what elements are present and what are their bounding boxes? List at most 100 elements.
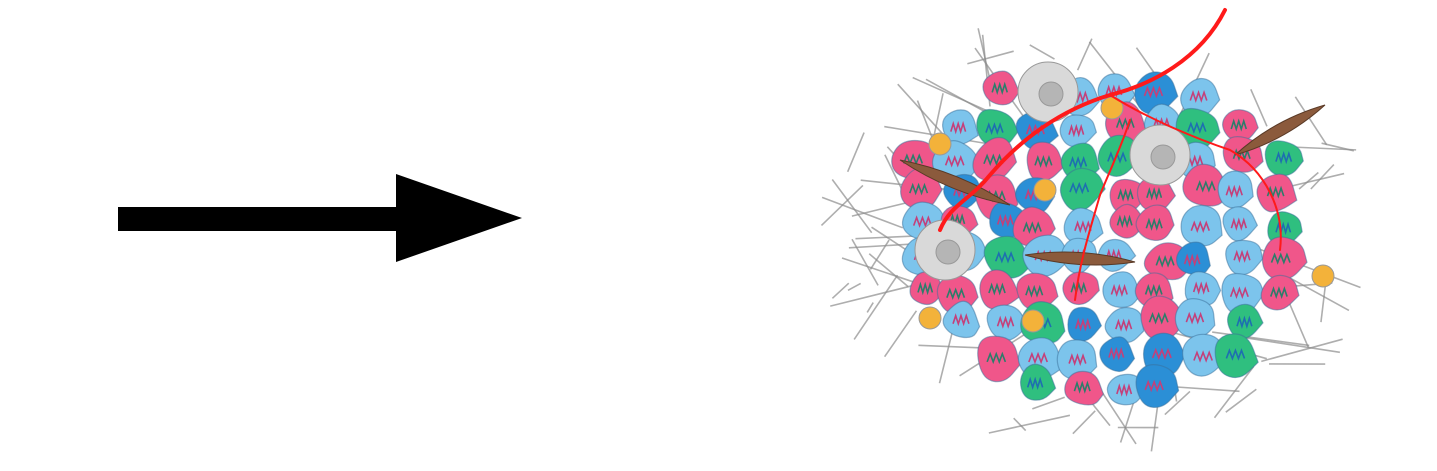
light-blue-cell [986, 304, 1029, 341]
nucleus-squiggle [1183, 253, 1201, 267]
matrix-fiber [1298, 171, 1319, 190]
nucleus-squiggle [1070, 281, 1087, 295]
nucleus-squiggle [985, 122, 1004, 135]
nucleus-squiggle [1189, 90, 1208, 103]
nucleus-squiggle [1146, 186, 1163, 201]
blue-cell [1135, 364, 1180, 409]
nucleus-squiggle [912, 215, 933, 228]
nucleus-squiggle [1144, 283, 1163, 297]
nucleus-squiggle [1069, 181, 1090, 195]
pink-cell [982, 70, 1020, 106]
blood-vessel [938, 8, 1227, 232]
nucleus-squiggle [1144, 379, 1164, 393]
nucleus-squiggle [1068, 123, 1085, 138]
matrix-fiber [871, 226, 909, 252]
nucleus-squiggle [1270, 286, 1288, 300]
matrix-fiber [1294, 96, 1328, 146]
nucleus-squiggle [1151, 347, 1172, 361]
matrix-fiber [1243, 336, 1341, 354]
matrix-fiber [1164, 390, 1191, 416]
nucleus-squiggle [1115, 318, 1133, 332]
nucleus-squiggle [996, 213, 1014, 228]
nucleus-squiggle [996, 315, 1015, 329]
nucleus-squiggle [1195, 180, 1216, 193]
light-blue-cell [1180, 204, 1223, 247]
light-blue-cell [1222, 206, 1259, 242]
green-cell [1097, 134, 1141, 177]
nucleus-squiggle [1143, 85, 1164, 99]
nucleus-squiggle [1155, 255, 1175, 268]
matrix-fiber [853, 274, 899, 340]
light-blue-cell [1104, 306, 1145, 344]
nucleus-squiggle [1105, 248, 1122, 262]
blue-cell [1067, 306, 1103, 342]
matrix-fiber [1013, 417, 1027, 432]
nucleus-squiggle [1233, 249, 1251, 263]
nucleus-squiggle [991, 81, 1009, 95]
matrix-fiber [967, 50, 1014, 65]
gray-cell-nucleus [935, 239, 961, 265]
nucleus-squiggle [1025, 284, 1044, 298]
orange-cell [1033, 178, 1057, 202]
matrix-fiber [869, 239, 890, 270]
blue-cell [1175, 241, 1211, 276]
light-blue-cell [1174, 298, 1216, 338]
nucleus-squiggle [949, 213, 966, 227]
matrix-fiber [1072, 410, 1096, 435]
nucleus-squiggle [994, 251, 1015, 264]
nucleus-squiggle [1192, 281, 1210, 295]
matrix-fiber [846, 132, 865, 173]
light-blue-cell [1102, 271, 1141, 308]
nucleus-squiggle [986, 351, 1007, 365]
matrix-fiber [1261, 338, 1343, 363]
green-cell [976, 108, 1019, 148]
blood-vessel [1109, 94, 1282, 251]
nucleus-squiggle [1225, 184, 1243, 198]
green-cell [1214, 333, 1259, 379]
blood-vessel [1099, 119, 1131, 196]
orange-cell [1021, 309, 1045, 333]
nucleus-squiggle [1270, 252, 1291, 265]
light-blue-cell [1106, 373, 1145, 406]
matrix-fiber [868, 253, 909, 288]
green-cell [983, 235, 1033, 279]
nucleus-squiggle [1069, 155, 1088, 169]
nucleus-squiggle [1110, 283, 1128, 298]
nucleus-squiggle [1145, 217, 1163, 231]
nucleus-squiggle [1275, 151, 1293, 165]
light-blue-cell [942, 109, 979, 146]
nucleus-squiggle [1225, 348, 1246, 361]
matrix-fiber [831, 179, 873, 234]
nucleus-squiggle [950, 120, 967, 135]
matrix-fiber [1284, 274, 1350, 312]
pink-cell [1256, 173, 1298, 213]
nucleus-squiggle [917, 281, 934, 296]
cell-cluster [820, 8, 1361, 452]
pink-cell [1143, 242, 1190, 281]
nucleus-squiggle [1148, 312, 1169, 325]
gray-cell-nucleus [1038, 81, 1064, 107]
light-blue-cell [1217, 170, 1254, 209]
nucleus-squiggle [1108, 346, 1125, 361]
matrix-fiber [866, 302, 874, 313]
fibroblast-cell [1024, 251, 1136, 266]
pink-cell [1026, 141, 1065, 182]
matrix-fiber [897, 83, 948, 139]
orange-cell [1311, 264, 1335, 288]
matrix-fiber [1076, 38, 1093, 71]
right-arrow-icon [118, 174, 522, 262]
matrix-fiber [841, 257, 925, 287]
blood-vessel [1074, 194, 1101, 301]
nucleus-squiggle [1074, 220, 1092, 234]
pink-cell [972, 136, 1018, 182]
green-cell [1019, 363, 1057, 401]
nucleus-squiggle [1229, 286, 1249, 300]
nucleus-squiggle [1117, 188, 1134, 202]
green-cell [1226, 303, 1264, 340]
matrix-fiber [1213, 365, 1255, 419]
nucleus-squiggle [1068, 353, 1087, 367]
matrix-fiber [1310, 164, 1335, 190]
nucleus-squiggle [1185, 311, 1205, 325]
light-blue-cell [942, 300, 981, 339]
nucleus-squiggle [946, 287, 966, 301]
